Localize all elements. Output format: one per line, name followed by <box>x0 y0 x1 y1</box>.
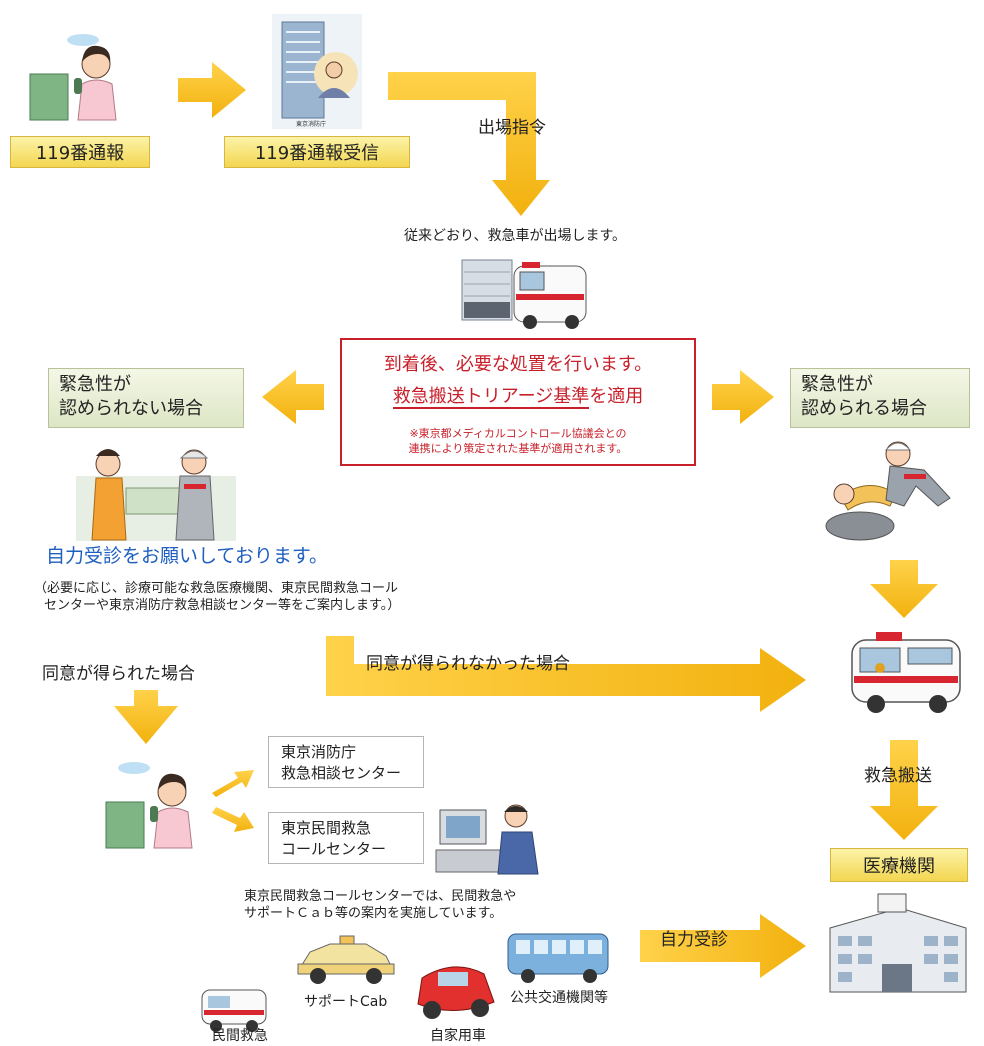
own-car-label: 自家用車 <box>430 1028 486 1044</box>
arrow-to-consult <box>212 770 254 797</box>
call-center-box: 東京民間救急 コールセンター <box>268 812 424 864</box>
urgent-line-2: 認められる場合 <box>801 398 927 419</box>
arrow-self-visit <box>640 914 806 978</box>
ambulance-station-illustration <box>461 259 587 329</box>
not-urgent-line-2: 認められない場合 <box>59 398 203 419</box>
call-center-note-2: サポートＣａｂ等の案内を実施しています。 <box>244 906 503 921</box>
dispatch-order-label: 出場指令 <box>478 118 546 138</box>
call-center-line-1: 東京民間救急 <box>281 819 372 837</box>
consent-obtained-label: 同意が得られた場合 <box>42 664 195 684</box>
urgent-label: 緊急性が 認められる場合 <box>790 368 970 428</box>
urgent-line-1: 緊急性が <box>801 374 873 395</box>
triage-criteria-link: 救急搬送トリアージ基準 <box>392 386 590 409</box>
arrow-left-triage <box>262 370 324 424</box>
consult-center-line-1: 東京消防庁 <box>281 743 357 761</box>
not-urgent-label: 緊急性が 認められない場合 <box>48 368 244 428</box>
arrow-down-urgent <box>870 560 938 618</box>
hospital-illustration <box>829 893 967 993</box>
support-cab-illustration <box>297 935 395 984</box>
triage-line-1: 到着後、必要な処置を行います。 <box>383 354 653 375</box>
consult-center-line-2: 救急相談センター <box>281 764 402 782</box>
consult-scene-illustration <box>76 449 236 541</box>
support-cab-label: サポートCab <box>304 994 388 1010</box>
arrow-consent-no <box>326 636 806 712</box>
arrow-down-transport <box>870 740 938 840</box>
caller-illustration-2 <box>105 762 193 849</box>
triage-box: 到着後、必要な処置を行います。 救急搬送トリアージ基準を適用 ※東京都メディカル… <box>340 338 696 466</box>
triage-note-1: ※東京都メディカルコントロール協議会との <box>409 427 627 440</box>
self-visit-label: 自力受診 <box>660 930 728 950</box>
consult-center-box: 東京消防庁 救急相談センター <box>268 736 424 788</box>
self-visit-note-1: （必要に応じ、診療可能な救急医療機関、東京民間救急コール <box>34 581 399 596</box>
arrow-to-callcenter <box>212 807 254 832</box>
triage-apply-text: を適用 <box>589 386 644 407</box>
consent-not-obtained-label: 同意が得られなかった場合 <box>366 654 570 674</box>
ambulance-dispatch-text: 従来どおり、救急車が出場します。 <box>404 228 627 244</box>
public-bus-illustration <box>507 933 609 983</box>
self-visit-request-title: 自力受診をお願いしております。 <box>46 545 328 567</box>
call-center-note-1: 東京民間救急コールセンターでは、民間救急や <box>244 889 517 904</box>
emergency-scene-illustration <box>825 441 951 541</box>
operator-pc-illustration <box>435 804 539 875</box>
fire-hq-building-illustration: 東京消防庁 <box>272 14 362 129</box>
arrow-right-triage <box>712 370 774 424</box>
building-caption: 東京消防庁 <box>296 120 326 128</box>
triage-note-2: 連携により策定された基準が適用されます。 <box>408 442 628 455</box>
arrow-right-1 <box>178 62 246 118</box>
arrow-dispatch <box>388 72 550 216</box>
ambulance-illustration <box>851 632 961 713</box>
self-visit-note-2: センターや東京消防庁救急相談センター等をご案内します。） <box>44 598 401 613</box>
own-car-illustration <box>417 966 495 1019</box>
triage-line-2: 救急搬送トリアージ基準を適用 <box>342 382 694 409</box>
not-urgent-line-1: 緊急性が <box>59 374 131 395</box>
arrow-consent-yes <box>114 690 178 744</box>
caller-illustration <box>29 34 117 121</box>
public-transport-label: 公共交通機関等 <box>510 990 608 1006</box>
private-ambulance-illustration <box>201 989 267 1032</box>
step-119-call-label: 119番通報 <box>10 136 150 168</box>
medical-institution-label: 医療機関 <box>830 848 968 882</box>
call-center-line-2: コールセンター <box>281 840 387 858</box>
private-ambulance-label: 民間救急 <box>212 1028 268 1044</box>
step-119-receive-label: 119番通報受信 <box>224 136 410 168</box>
emergency-transport-label: 救急搬送 <box>864 766 932 786</box>
